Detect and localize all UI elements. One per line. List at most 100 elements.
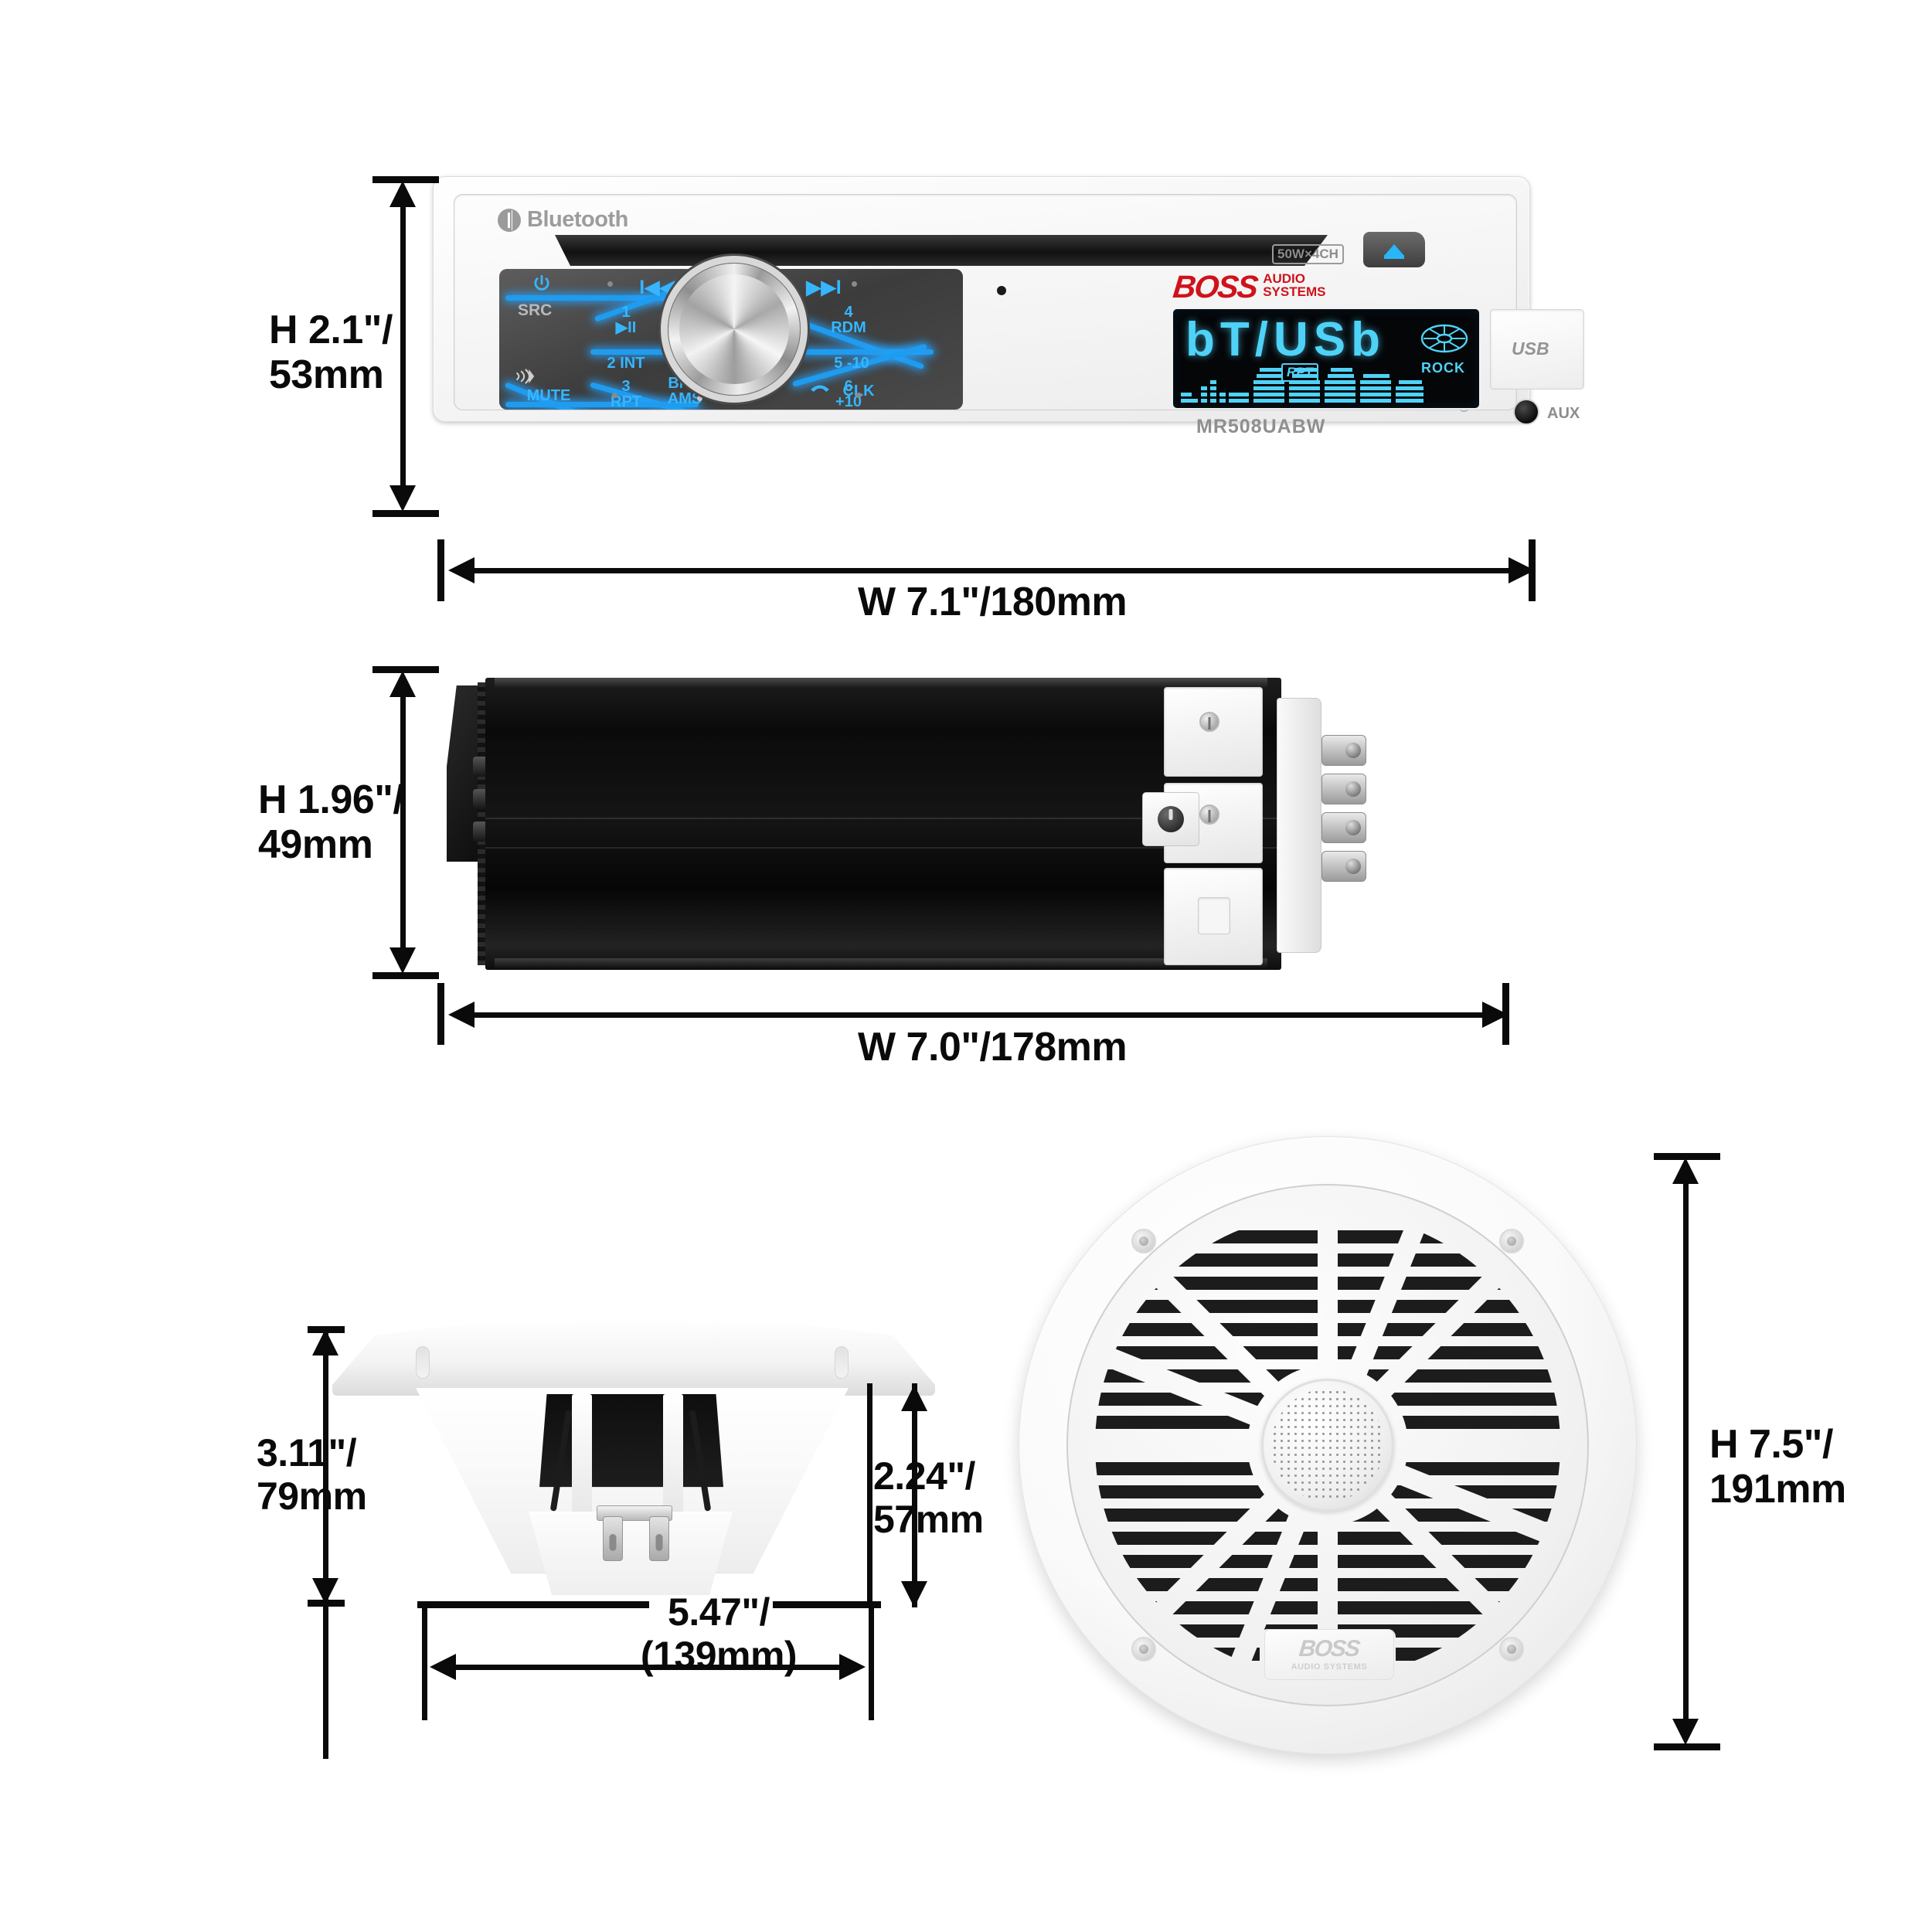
chassis-rear-connector: [1277, 698, 1321, 953]
dim-label-speaker-diameter: H 7.5"/ 191mm: [1709, 1422, 1846, 1512]
usb-label: USB: [1512, 338, 1549, 359]
power-icon[interactable]: [532, 274, 552, 294]
chassis-bottom-highlight: [495, 958, 1267, 969]
dim-arrow-down-mount-depth: [901, 1581, 927, 1607]
mute-button[interactable]: MUTE: [526, 387, 571, 404]
bluetooth-label: Bluetooth: [527, 207, 628, 232]
volume-knob[interactable]: [668, 263, 801, 396]
preset-5-button[interactable]: 5 -10: [834, 355, 869, 372]
lcd-main-text: bT/USb: [1185, 313, 1386, 366]
rca-jack: [1321, 774, 1366, 804]
indicator-dot: [612, 393, 617, 398]
stereo-faceplate: Bluetooth 50W×4CH SRC 1: [454, 194, 1584, 437]
dim-label-chassis-height: H 1.96"/ 49mm: [258, 777, 404, 868]
dim-line-speaker-diameter: [1683, 1167, 1689, 1736]
mounting-hole: [1131, 1637, 1156, 1662]
dim-line-chassis-height: [400, 680, 406, 963]
chassis-side-view: [433, 661, 1507, 981]
speaker-magnet-housing: [529, 1512, 733, 1595]
usb-door[interactable]: [1490, 309, 1584, 389]
preset-2-button[interactable]: 2 INT: [607, 355, 645, 372]
dim-line-stereo-height: [400, 192, 406, 501]
eject-button[interactable]: [1363, 232, 1425, 267]
basket-rib: [572, 1394, 592, 1518]
speaker-terminal: [603, 1516, 623, 1561]
dim-ext-cutout-left: [422, 1601, 427, 1720]
bluetooth-logo: Bluetooth: [498, 207, 628, 233]
dim-arrow-left-chassis: [448, 1002, 474, 1028]
glow-strip-5: [794, 349, 934, 355]
src-button[interactable]: SRC: [518, 301, 553, 319]
dim-cap-chassis-h-bottom: [372, 972, 439, 979]
eject-icon: [1384, 243, 1404, 256]
power-badge: 50W×4CH: [1272, 244, 1344, 264]
chassis-bracket-window: [1198, 897, 1230, 934]
preset-3-button[interactable]: 3 RPT: [611, 378, 641, 410]
dim-arrow-up-speaker-dia: [1672, 1158, 1699, 1184]
indicator-dot: [743, 396, 749, 401]
boss-wordmark: BOSS: [1171, 269, 1259, 304]
dim-arrow-right-stereo: [1509, 557, 1535, 583]
dim-line-speaker-depth: [323, 1326, 328, 1759]
indicator-dot: [856, 393, 862, 398]
mounting-hole: [1499, 1637, 1524, 1662]
speaker-front-view: BOSS AUDIO SYSTEMS: [1019, 1136, 1637, 1754]
prev-track-button[interactable]: I◀◀: [639, 277, 675, 298]
boss-logo: BOSS AUDIO SYSTEMS: [1171, 269, 1326, 305]
preset-4-button[interactable]: 4 RDM: [831, 304, 866, 337]
glow-strip-2: [590, 349, 730, 355]
flange-slot: [416, 1346, 430, 1379]
eject-icon-bar: [1384, 255, 1404, 259]
dim-arrow-up-mount-depth: [901, 1385, 927, 1411]
dim-arrow-right-chassis: [1482, 1002, 1509, 1028]
adjuster-knob-icon: [1158, 806, 1184, 832]
flange-slot: [835, 1346, 849, 1379]
dim-label-stereo-width: W 7.1"/180mm: [858, 580, 1128, 624]
dim-label-cutout-width: 5.47"/ (139mm): [640, 1590, 798, 1677]
dim-label-chassis-width: W 7.0"/178mm: [858, 1025, 1128, 1070]
indicator-dot: [697, 396, 702, 401]
lcd-display: bT/USb RPT ROCK: [1172, 308, 1481, 410]
dim-cap-stereo-w-left: [437, 539, 444, 601]
mounting-hole: [1131, 1229, 1156, 1253]
speaker-basket-well: [539, 1394, 723, 1488]
dim-cap-stereo-h-top: [372, 176, 439, 183]
stereo-front-view: Bluetooth 50W×4CH SRC 1: [433, 176, 1584, 437]
preset-1-button[interactable]: 1 ▶II: [615, 304, 637, 337]
dim-line-cutout-width: [444, 1665, 849, 1670]
dim-arrow-right-cutout: [839, 1654, 866, 1680]
lcd-eq-mode: ROCK: [1421, 360, 1465, 376]
bracket-screw: [1199, 712, 1219, 732]
next-track-button[interactable]: ▶▶I: [806, 277, 842, 298]
preset-6-button[interactable]: 6 +10: [835, 378, 862, 410]
dim-cap-cutout-left: [417, 1601, 649, 1608]
aux-label: AUX: [1547, 405, 1580, 422]
model-number: MR508UABW: [1196, 416, 1326, 437]
speaker-badge-brand: BOSS: [1298, 1636, 1361, 1662]
phone-clk-icon[interactable]: [808, 377, 832, 396]
rca-jack: [1321, 735, 1366, 766]
speaker-profile-view: [325, 1314, 943, 1747]
indicator-dot: [720, 396, 726, 401]
aux-jack[interactable]: [1513, 399, 1539, 425]
lcd-spectrum-bars: [1181, 368, 1423, 403]
dim-arrow-down-stereo: [389, 485, 416, 512]
dim-line-stereo-width: [461, 568, 1535, 573]
dim-line-chassis-width: [461, 1012, 1509, 1018]
dim-line-speaker-mount-depth: [912, 1383, 917, 1607]
cd-slot: [555, 235, 1328, 266]
bracket-screw: [1199, 804, 1219, 825]
dim-cap-cutout-right: [773, 1601, 881, 1608]
dim-ext-cutout-right: [869, 1601, 874, 1720]
dim-cap-stereo-h-bottom: [372, 510, 439, 517]
dim-cap-chassis-h-top: [372, 666, 439, 673]
dim-arrow-left-stereo: [448, 557, 474, 583]
mic-icon: [515, 369, 535, 384]
boss-sub-wordmark: AUDIO SYSTEMS: [1263, 271, 1326, 299]
clk-button[interactable]: CLK: [842, 383, 875, 400]
chassis-bracket-top: [1164, 687, 1263, 777]
dim-arrow-down-chassis: [389, 947, 416, 974]
dim-label-speaker-mount-depth: 2.24"/ 57mm: [873, 1454, 984, 1541]
speaker-brand-badge: BOSS AUDIO SYSTEMS: [1264, 1629, 1394, 1680]
